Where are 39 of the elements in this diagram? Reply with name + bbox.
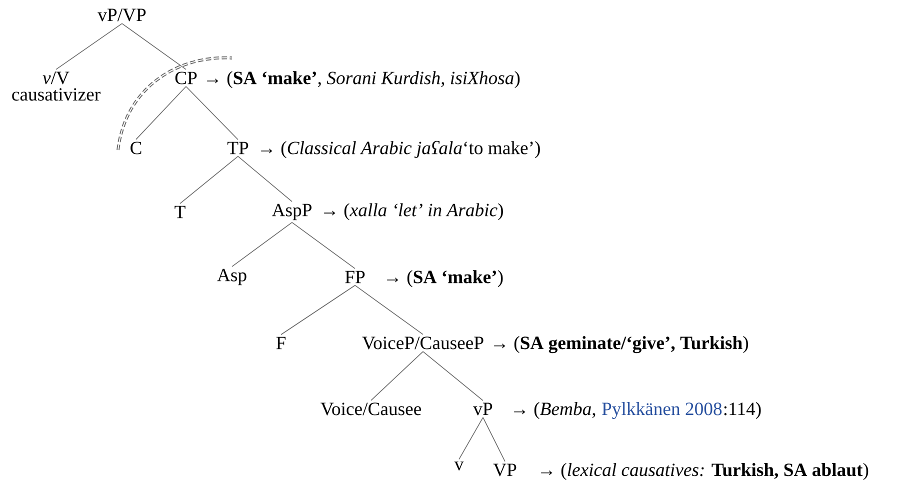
tree-branch [458,417,484,460]
tree-label: CP [175,72,197,84]
tree-branch [354,284,424,335]
tree-label: Voice/Causee [320,402,421,416]
annotation: → (lexical causatives: Turkish, SA ablaut) [541,463,868,480]
tree-label: v [454,462,464,470]
tree-branch [56,23,122,70]
annotation: → (Classical Arabic jaʕala‘to make’) [261,140,540,158]
tree-label: causativizer [12,88,100,101]
tree-branch [422,351,484,401]
tree-branch [238,156,292,202]
tree-branch [122,23,186,70]
tree-label: TP [227,142,248,154]
tree-branch [370,351,424,401]
tree-label: T [174,206,186,218]
annotation: → (Bemba, [514,402,596,419]
tree-branch [232,222,292,267]
tree-branch [136,86,186,140]
tree-label: F [276,336,286,350]
tree-branch [180,156,238,204]
annotation: :114) [724,402,761,419]
tree-branch [292,222,356,269]
annotation: → (SA ‘make’, Sorani Kurdish, isiXhosa) [207,71,520,88]
tree-label: VoiceP/CauseeP [362,336,484,350]
annotation: → (SA geminate/‘give’, Turkish) [494,336,748,354]
tree-branch [186,86,238,140]
tree-label: vP/VP [98,8,146,22]
reference-link: Pylkkänen 2008 [602,402,722,420]
tree-branch [482,417,506,462]
tree-branch [280,284,356,335]
tree-label: v/V [42,72,70,84]
tree-label: Asp [217,268,246,286]
tree-label: AspP [272,204,312,220]
tree-label: VP [493,464,516,476]
tree-label: vP [473,402,492,416]
annotation: → (SA ‘make’) [387,270,503,288]
tree-label: C [130,142,142,154]
tree-label: FP [345,270,365,284]
annotation: → (xalla ‘let’ in Arabic) [324,203,503,220]
